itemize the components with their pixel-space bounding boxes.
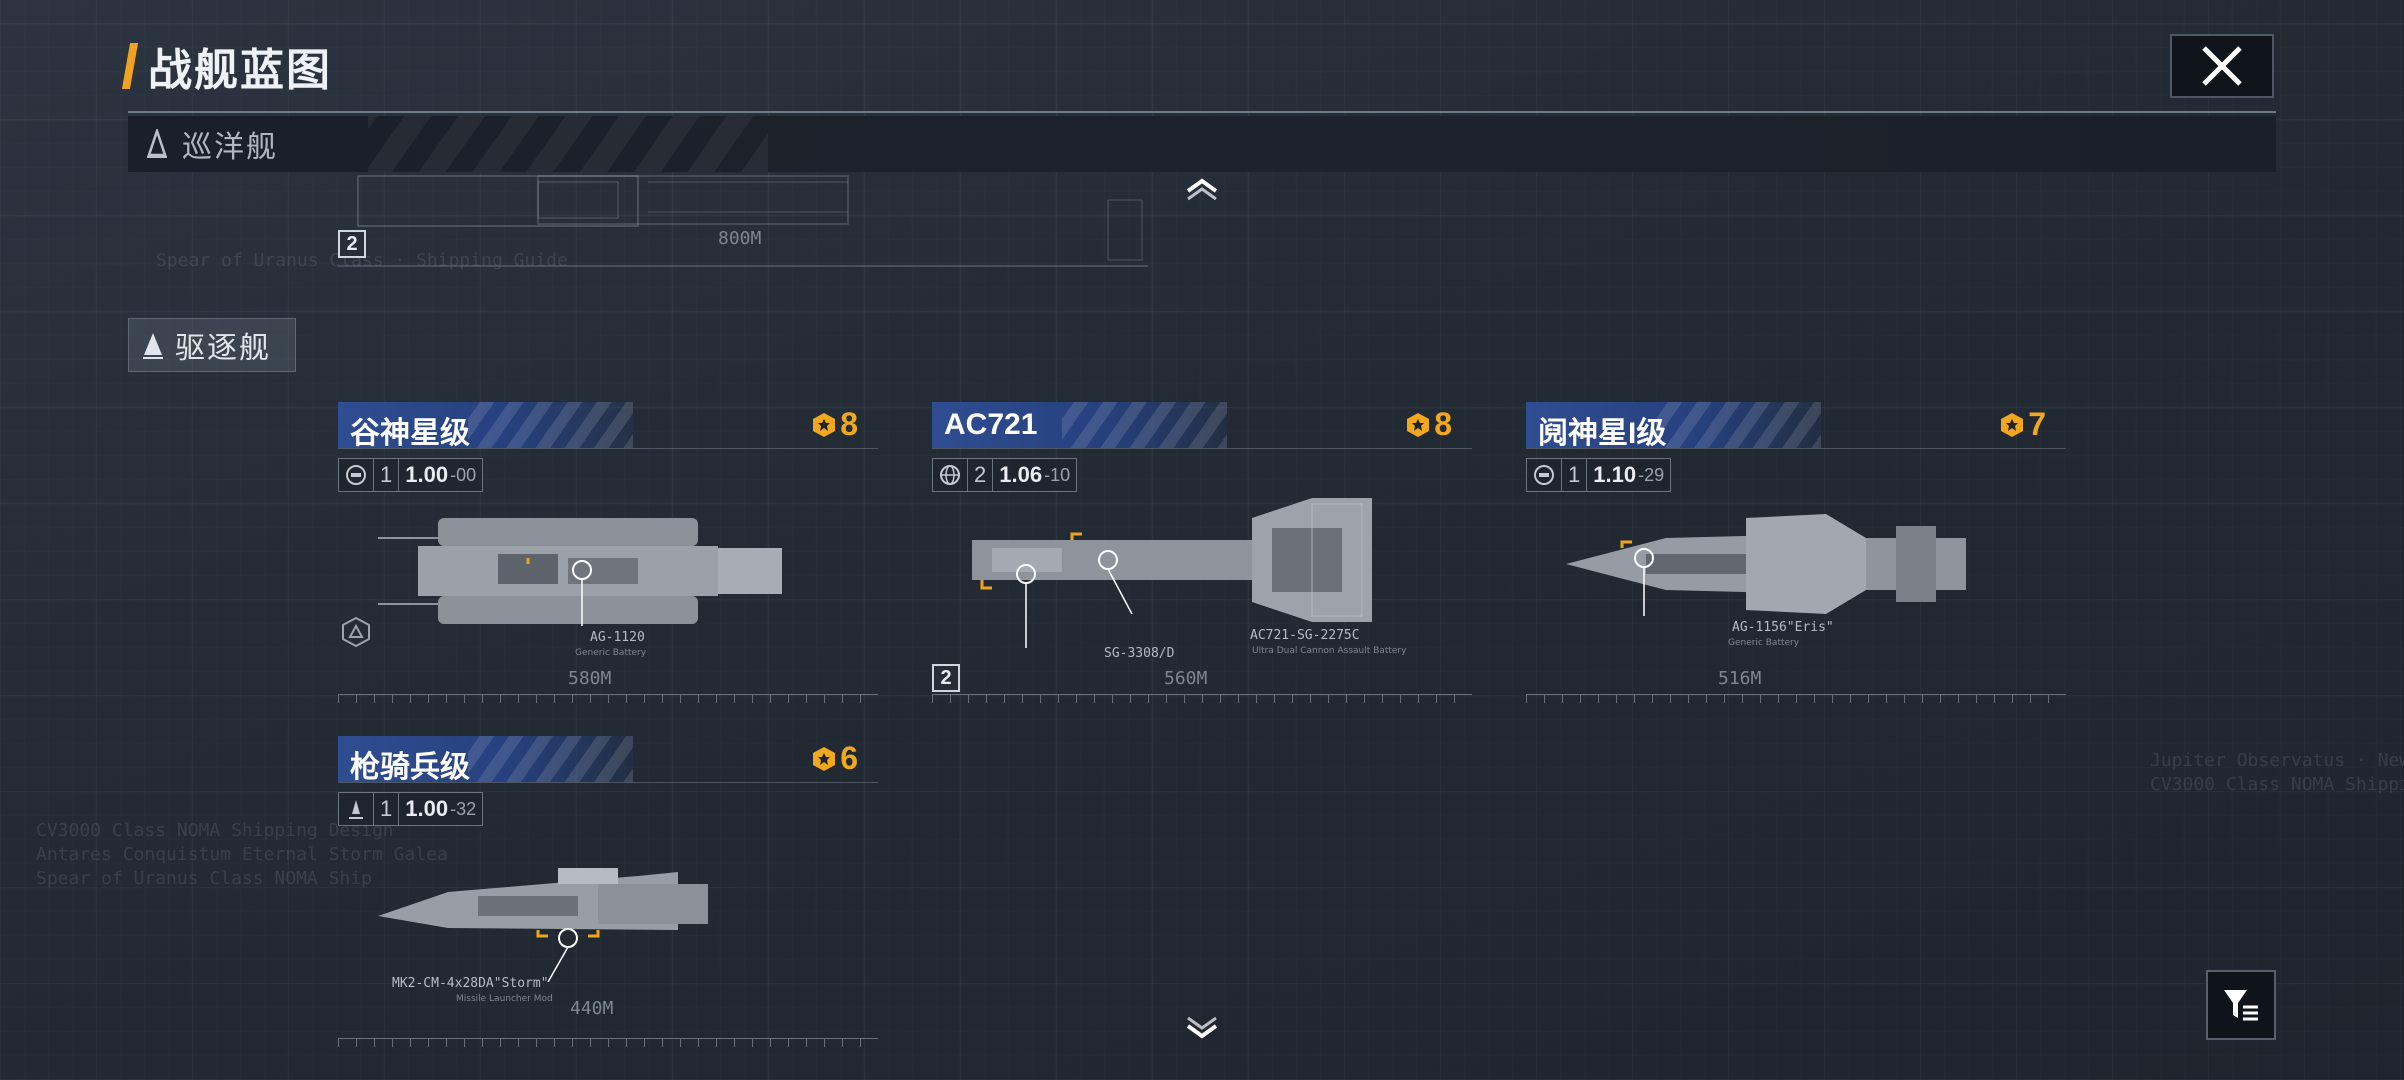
- globe-icon: [933, 459, 968, 491]
- category-label: 巡洋舰: [182, 131, 278, 164]
- weapon-label: AG-1120: [590, 630, 645, 645]
- rank-badge: 8: [1404, 406, 1452, 443]
- ship-name: 阋神星I级: [1538, 417, 1667, 448]
- ship-stats: 1 1.00 -32: [338, 792, 484, 826]
- ship-card[interactable]: 枪骑兵级 6 1 1.00 -32 MK2-CM-4x28DA"Storm: [338, 736, 878, 1047]
- weapon-label: AC721-SG-2275C: [1250, 628, 1360, 643]
- rank-badge: 6: [810, 740, 858, 777]
- filter-button[interactable]: [2206, 970, 2276, 1040]
- cruiser-preview-card[interactable]: 800M 2: [338, 172, 1148, 272]
- cruiser-icon: [142, 124, 172, 164]
- rank-icon: [2001, 412, 2024, 437]
- length-label: 516M: [1718, 668, 1762, 689]
- scroll-down-button[interactable]: [1182, 1012, 1222, 1042]
- chevron-down-icon: [1186, 1016, 1218, 1039]
- chevron-up-icon: [1186, 178, 1218, 201]
- ship-blueprint: [1566, 498, 2026, 648]
- ship-stats: 1 1.10 -29: [1526, 458, 1672, 492]
- close-icon: [2202, 46, 2242, 86]
- length-label: 440M: [570, 998, 614, 1019]
- ship-card[interactable]: AC721 8 2 1.06 -10: [932, 402, 1472, 712]
- rank-badge: 8: [810, 406, 858, 443]
- missile-icon: [339, 793, 374, 825]
- ship-name: 枪骑兵级: [350, 751, 470, 782]
- ship-blueprint: [378, 498, 838, 648]
- rank-icon: [813, 746, 836, 771]
- length-ruler: [338, 694, 878, 706]
- weapon-label: SG-3308/D: [1104, 646, 1175, 661]
- ship-card[interactable]: 谷神星级 8 1 1.00 -00: [338, 402, 878, 712]
- destroyer-icon: [143, 333, 163, 359]
- length-ruler: [338, 1038, 878, 1050]
- header-divider: [128, 111, 2276, 113]
- weapon-sublabel: Missile Launcher Mod: [456, 994, 553, 1004]
- bg-deco-text: CV3000 Class NOMA Shipping Design: [2150, 774, 2404, 795]
- rank-icon: [813, 412, 836, 437]
- weapon-sublabel: Generic Battery: [575, 648, 647, 658]
- category-bar-cruiser[interactable]: 巡洋舰: [128, 116, 2276, 172]
- ship-name: AC721: [944, 408, 1038, 441]
- ship-card[interactable]: 阋神星I级 7 1 1.10 -29 AG-1156"Eris" Ge: [1526, 402, 2066, 712]
- module-icon: [1527, 459, 1562, 491]
- ship-stats: 2 1.06 -10: [932, 458, 1078, 492]
- page-title: 战舰蓝图: [148, 46, 332, 95]
- title-accent: [121, 43, 139, 89]
- length-label: 560M: [1164, 668, 1208, 689]
- close-button[interactable]: [2170, 34, 2274, 98]
- length-ruler: [1526, 694, 2066, 706]
- bg-deco-text: Spear of Uranus Class NOMA Ship: [36, 868, 372, 889]
- ship-blueprint: [972, 498, 1432, 648]
- bg-deco-text: Antares Conquistum Eternal Storm Galea: [36, 844, 448, 865]
- module-icon: [339, 459, 374, 491]
- bg-deco-text: Jupiter Observatus · New Generation: [2150, 750, 2404, 771]
- subcategory-tag-destroyer[interactable]: 驱逐舰: [128, 318, 296, 372]
- weapon-label: AG-1156"Eris": [1732, 620, 1834, 635]
- subcategory-label: 驱逐舰: [175, 332, 271, 365]
- length-label: 580M: [568, 668, 612, 689]
- length-label: 800M: [718, 228, 762, 249]
- ship-stats: 1 1.00 -00: [338, 458, 484, 492]
- ship-blueprint: [378, 832, 838, 983]
- weapon-sublabel: Generic Battery: [1728, 638, 1800, 648]
- cruiser-blueprint: [338, 175, 1148, 267]
- level-badge: 2: [932, 664, 960, 692]
- rank-badge: 7: [1998, 406, 2046, 443]
- filter-icon: [2224, 990, 2258, 1021]
- length-ruler: [932, 694, 1472, 706]
- level-badge: 2: [338, 230, 366, 258]
- ship-name: 谷神星级: [350, 417, 470, 448]
- bg-deco-text: CV3000 Class NOMA Shipping Design: [36, 820, 394, 841]
- page-header: 战舰蓝图: [121, 40, 332, 95]
- weapon-sublabel: Ultra Dual Cannon Assault Battery: [1252, 646, 1407, 656]
- weapon-label: MK2-CM-4x28DA"Storm": [392, 976, 549, 991]
- rank-icon: [1407, 412, 1430, 437]
- scroll-up-button[interactable]: [1182, 175, 1222, 205]
- ship-type-icon: [342, 616, 370, 648]
